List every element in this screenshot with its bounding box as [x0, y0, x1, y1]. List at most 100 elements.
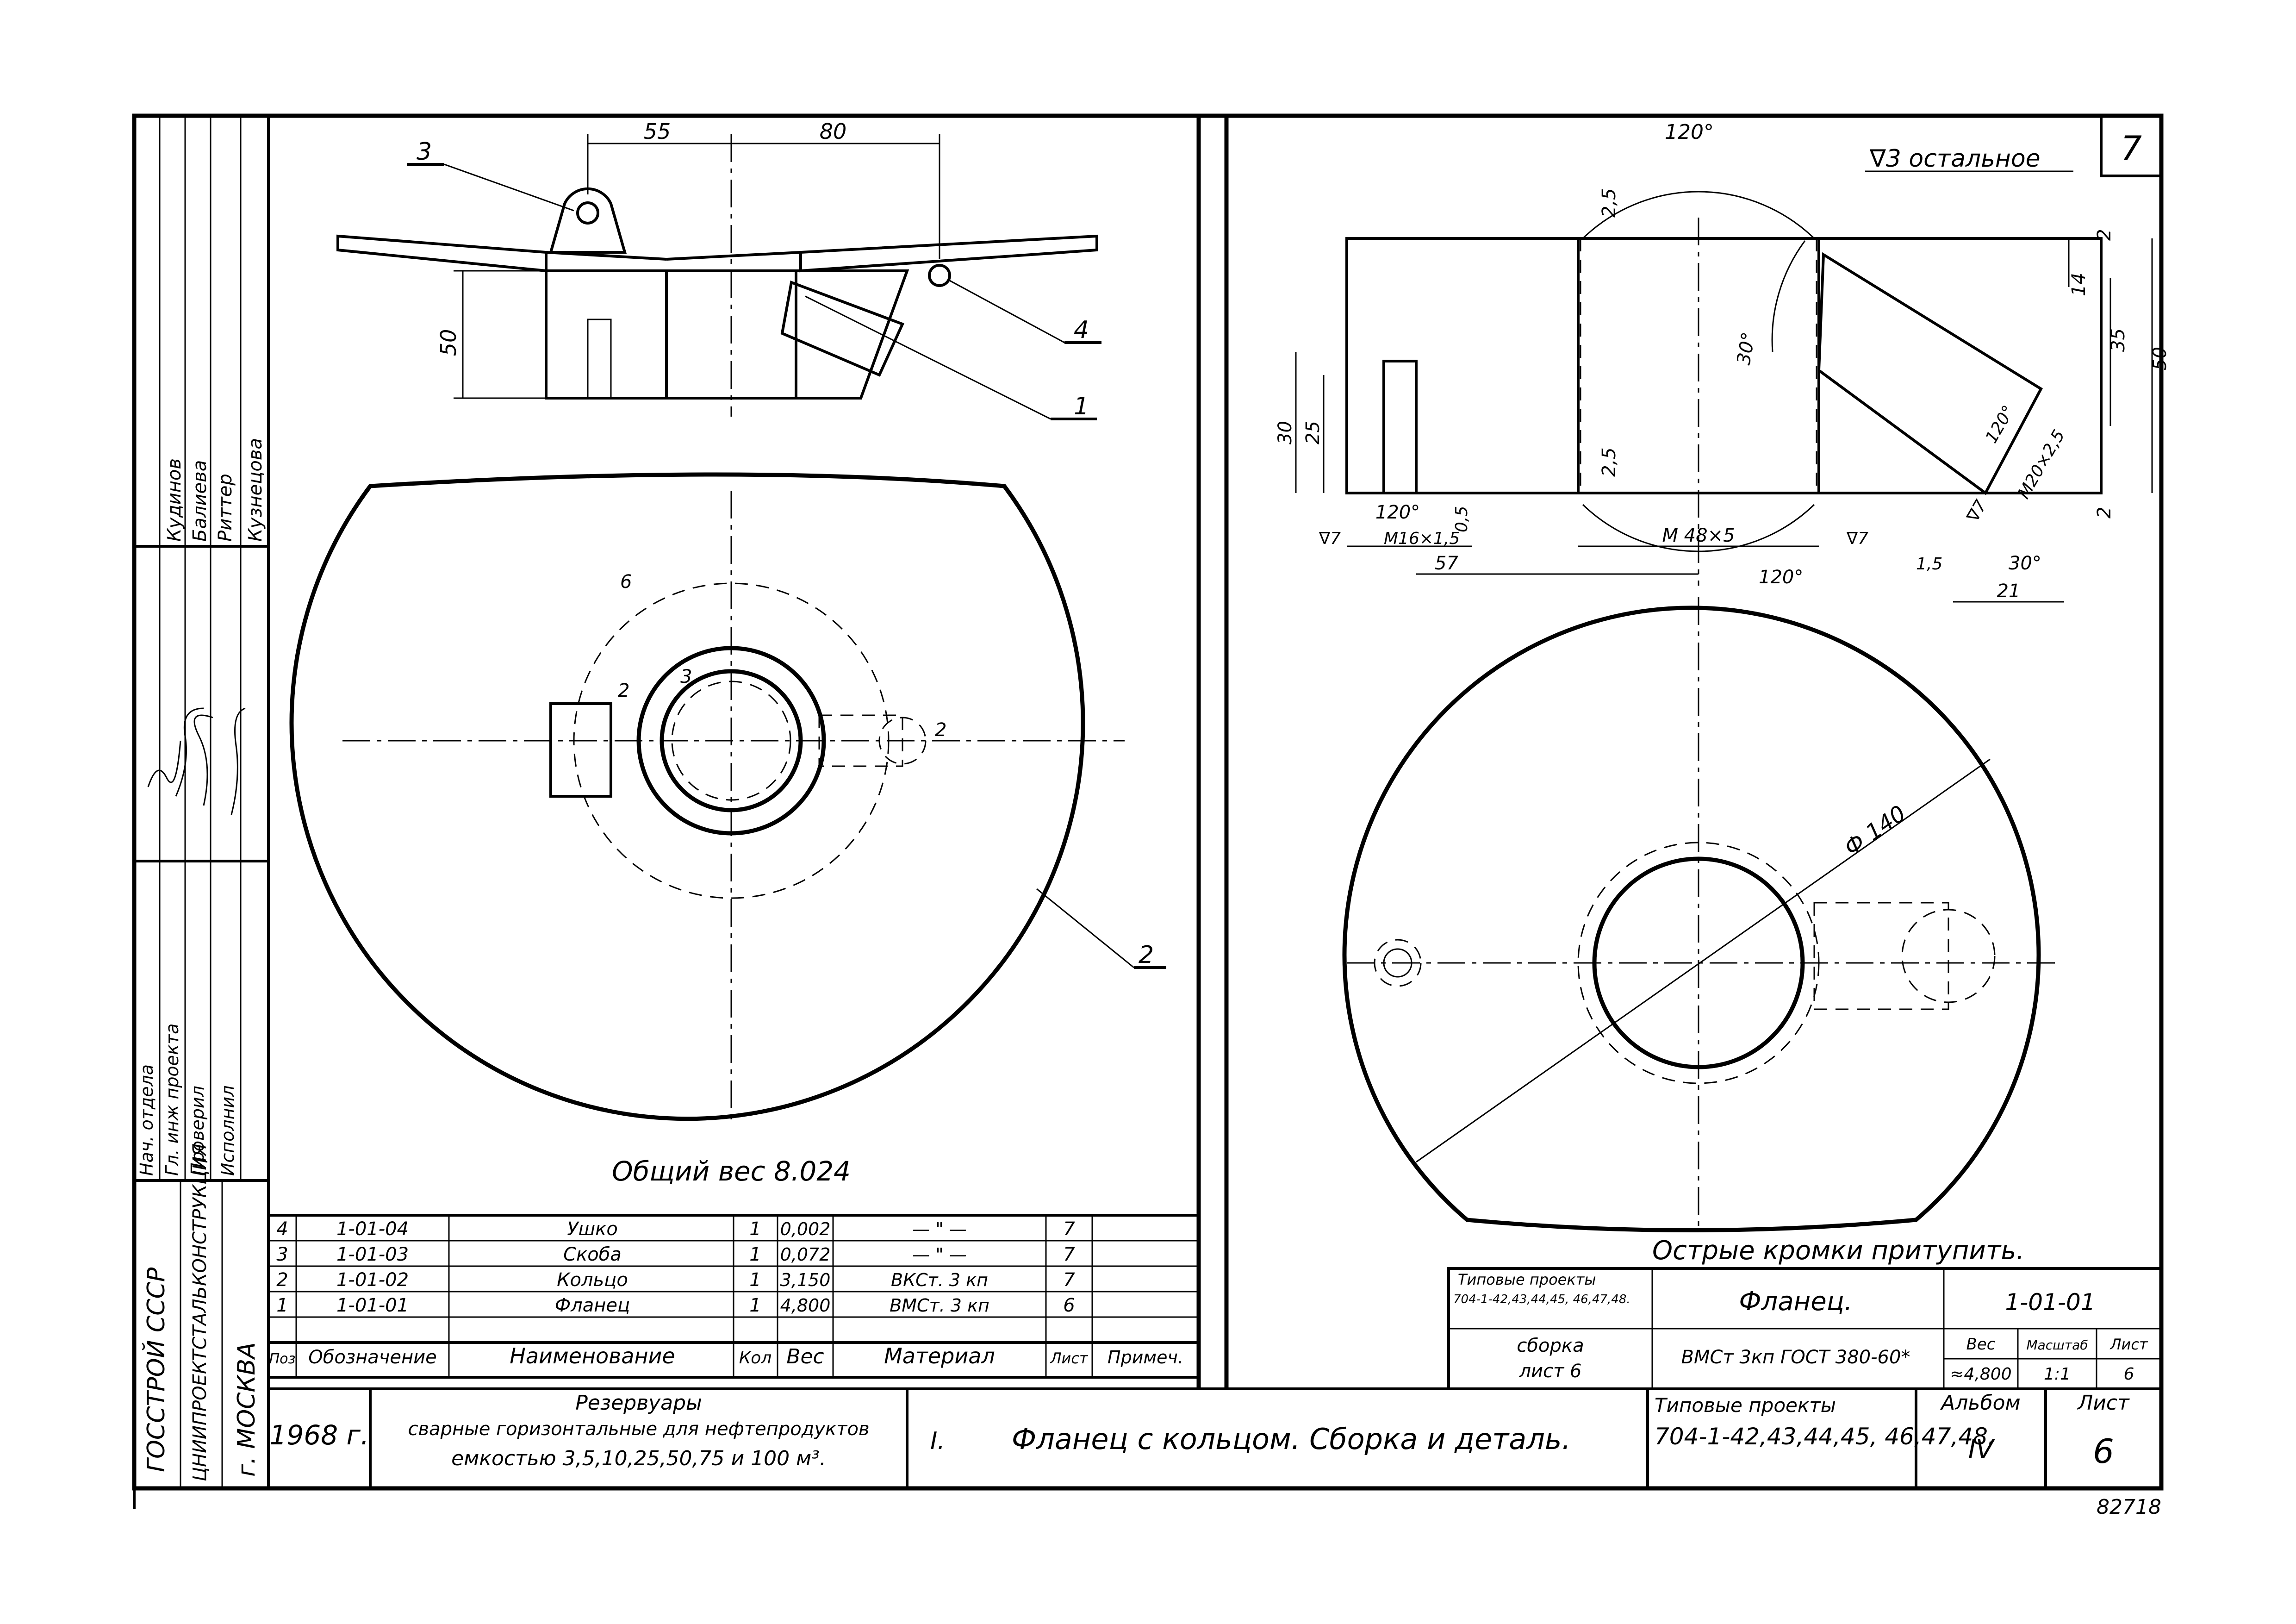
- table-cell: 1: [749, 1295, 761, 1316]
- dim-0-5: 0,5: [1452, 506, 1471, 532]
- table-cell: Кольцо: [557, 1269, 628, 1291]
- title-line-1: Резервуары: [575, 1391, 702, 1415]
- assembly-plan-view: 6 2 3 2 2 Общий вес 8.024: [289, 472, 1166, 1187]
- dim-21: 21: [1997, 581, 2021, 602]
- table-cell: Кол: [739, 1349, 772, 1368]
- detail-sheet: 6: [2124, 1365, 2134, 1384]
- table-cell: Материал: [884, 1343, 995, 1368]
- dim-2-5-mid: 2,5: [1599, 447, 1620, 477]
- dim-35: 35: [2108, 328, 2129, 352]
- table-cell: ВМСт. 3 кп: [890, 1295, 989, 1316]
- left-stamp: ГОССТРОЙ СССР ЦНИИПРОЕКТСТАЛЬКОНСТРУКЦИЯ…: [133, 114, 270, 1490]
- roughness-7c: ∇7: [1963, 497, 1991, 525]
- table-cell: ВКСт. 3 кп: [891, 1270, 988, 1290]
- dim-angle-120-hole: 120°: [1375, 502, 1420, 523]
- archive-number: 82718: [2097, 1495, 2161, 1519]
- stamp-name-4: Кузнецова: [245, 438, 266, 542]
- detail-assembly: сборка: [1517, 1335, 1584, 1356]
- table-cell: 1-01-01: [336, 1295, 409, 1316]
- dim-angle-30-bottom: 30°: [2009, 553, 2041, 574]
- dim-diameter-140: Ф 140: [1840, 800, 1911, 861]
- dim-50: 50: [2149, 347, 2171, 370]
- roughness-7a: ∇7: [1319, 529, 1341, 548]
- detail-stamp: Типовые проекты 704-1-42,43,44,45, 46,47…: [1447, 1267, 2163, 1390]
- dim-1-5: 1,5: [1916, 555, 1942, 574]
- detail-section-view: ∇3 остальное 120° 2,5 2 14 35 50 2 30° 1…: [1275, 120, 2171, 603]
- detail-weight: ≈4,800: [1950, 1365, 2011, 1384]
- table-cell: 3: [276, 1244, 288, 1265]
- dim-2-bottom: 2: [2094, 507, 2115, 518]
- dim-50-left: 50: [436, 329, 461, 356]
- title-line-2: сварные горизонтальные для нефтепродукто…: [408, 1418, 869, 1440]
- table-cell: 1: [749, 1218, 761, 1240]
- table-cell: 4: [276, 1218, 288, 1240]
- sharp-edges-note: Острые кромки притупить.: [1652, 1236, 2024, 1266]
- dim-57: 57: [1435, 553, 1458, 574]
- stamp-role-checked: Проверил: [187, 1086, 208, 1176]
- assembly-section-view: 55 80 50 3 4 1: [336, 119, 1101, 420]
- dim-14: 14: [2068, 273, 2090, 296]
- table-cell: Вес: [786, 1345, 824, 1368]
- title-projects-label: Типовые проекты: [1655, 1394, 1836, 1417]
- table-row: 4 1-01-04 Ушко 1 0,002 — " — 7: [276, 1218, 1075, 1240]
- table-cell: 0,072: [780, 1244, 831, 1265]
- table-row: 3 1-01-03 Скоба 1 0,072 — " — 7: [276, 1244, 1075, 1265]
- table-cell: 7: [1063, 1218, 1075, 1240]
- dim-thread-m16: M16×1,5: [1384, 529, 1460, 548]
- corner-sheet-number: 7: [2121, 129, 2142, 168]
- table-cell: 4,800: [780, 1295, 831, 1316]
- stamp-role-head: Нач. отдела: [137, 1064, 157, 1176]
- title-line-3: емкостью 3,5,10,25,50,75 и 100 м³.: [451, 1447, 826, 1470]
- table-cell: 2: [276, 1269, 288, 1291]
- table-cell: — " —: [912, 1219, 967, 1239]
- callout-2: 2: [1139, 941, 1154, 969]
- table-cell: Ушко: [567, 1218, 618, 1240]
- table-cell: 6: [1063, 1295, 1075, 1316]
- sheet-frame: [132, 113, 2164, 1509]
- dim-25: 25: [1302, 421, 1324, 444]
- stamp-org-city: г. МОСКВА: [233, 1342, 261, 1477]
- stamp-role-executed: Исполнил: [218, 1085, 238, 1176]
- stamp-name-3: Риттер: [215, 474, 236, 542]
- table-cell: Фланец: [555, 1295, 630, 1316]
- dim-thread-m20: M20×2,5: [2014, 427, 2069, 502]
- table-cell: 1: [749, 1269, 761, 1291]
- detail-part-code: 1-01-01: [2005, 1289, 2095, 1316]
- table-cell: Обозначение: [308, 1347, 437, 1368]
- table-cell: Скоба: [563, 1244, 622, 1265]
- table-cell: Примеч.: [1108, 1347, 1183, 1368]
- title-sheet-label: Лист: [2077, 1391, 2130, 1415]
- table-cell: 1-01-04: [336, 1218, 409, 1240]
- detail-material: ВМСт 3кп ГОСТ 380-60*: [1681, 1347, 1910, 1368]
- detail-plan-view: Ф 140 Острые кромки притупить.: [1342, 597, 2055, 1266]
- table-row: 2 1-01-02 Кольцо 1 3,150 ВКСт. 3 кп 7: [276, 1269, 1075, 1291]
- dim-2-5-top: 2,5: [1599, 188, 1620, 218]
- stamp-name-2: Балиева: [189, 460, 211, 542]
- dim-angle-120-bottom: 120°: [1759, 567, 1803, 588]
- drawing-index: I.: [930, 1427, 945, 1455]
- table-cell: Лист: [1050, 1349, 1088, 1367]
- table-cell: 7: [1063, 1244, 1075, 1265]
- drawing-title: Фланец с кольцом. Сборка и деталь.: [1012, 1422, 1571, 1456]
- weld-label-2b: 2: [935, 719, 946, 741]
- table-cell: 3,150: [780, 1270, 831, 1290]
- album-label: Альбом: [1940, 1391, 2020, 1415]
- detail-projects: 704-1-42,43,44,45, 46,47,48.: [1453, 1293, 1630, 1306]
- corner-sheet-box: 7: [2100, 114, 2163, 177]
- dim-30: 30: [1275, 421, 1296, 444]
- table-cell: 0,002: [780, 1219, 831, 1239]
- dim-2-top: 2: [2094, 229, 2115, 241]
- dim-80: 80: [820, 119, 847, 144]
- callout-3: 3: [417, 138, 432, 166]
- table-cell: 7: [1063, 1269, 1075, 1291]
- dim-angle-30: 30°: [1733, 331, 1760, 367]
- dim-thread-m48: M 48×5: [1662, 525, 1735, 546]
- detail-projects-label: Типовые проекты: [1458, 1271, 1596, 1288]
- title-year: 1968 г.: [270, 1419, 369, 1451]
- surface-finish-note: ∇3 остальное: [1869, 145, 2041, 173]
- detail-sheet-label: Лист: [2109, 1336, 2148, 1353]
- weld-label-3: 3: [680, 666, 692, 687]
- dim-55: 55: [644, 119, 671, 144]
- callout-4: 4: [1074, 316, 1089, 344]
